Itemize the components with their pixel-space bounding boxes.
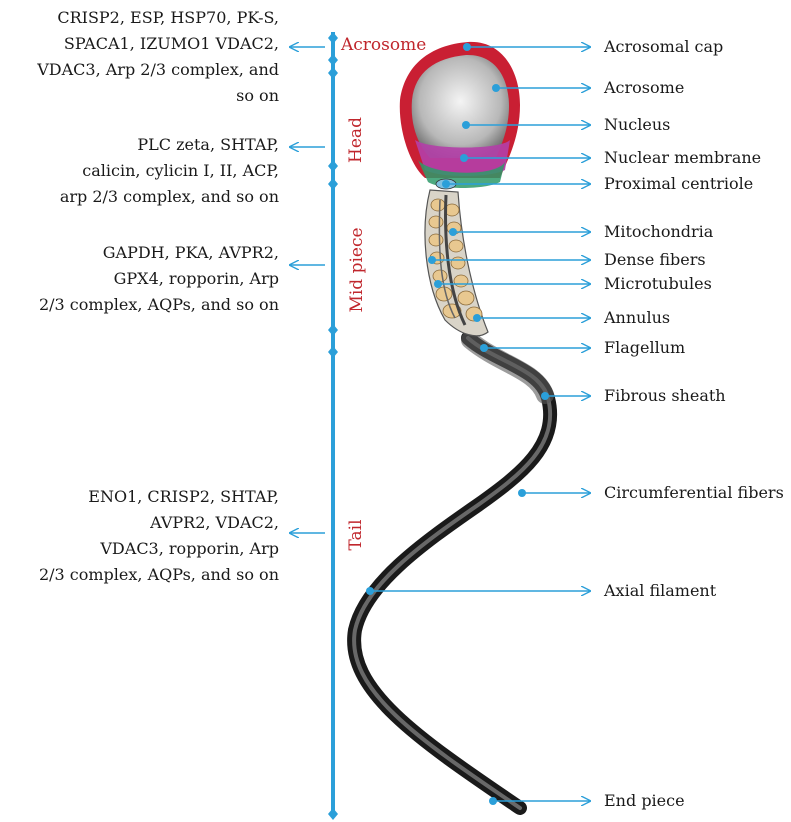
- region-label-tail: Tail: [346, 510, 366, 560]
- region-label-mid-piece: Mid piece: [347, 220, 367, 320]
- region-bar: [328, 32, 338, 820]
- protein-line: SPACA1, IZUMO1 VDAC2,: [37, 31, 279, 57]
- label-flagellum: Flagellum: [604, 335, 685, 361]
- region-label-head: Head: [346, 115, 366, 165]
- protein-line: VDAC3, ropporin, Arp: [39, 536, 279, 562]
- protein-line: 2/3 complex, AQPs, and so on: [39, 292, 279, 318]
- label-proximal-centriole: Proximal centriole: [604, 171, 753, 197]
- label-mitochondria: Mitochondria: [604, 219, 713, 245]
- label-circumferential-fibers: Circumferential fibers: [604, 480, 784, 506]
- label-dense-fibers: Dense fibers: [604, 247, 706, 273]
- protein-line: arp 2/3 complex, and so on: [60, 184, 279, 210]
- protein-line: 2/3 complex, AQPs, and so on: [39, 562, 279, 588]
- label-nuclear-membrane: Nuclear membrane: [604, 145, 761, 171]
- sperm-head: [400, 42, 520, 189]
- label-nucleus: Nucleus: [604, 112, 670, 138]
- label-fibrous-sheath: Fibrous sheath: [604, 383, 726, 409]
- label-acrosome: Acrosome: [604, 75, 684, 101]
- label-end-piece: End piece: [604, 788, 685, 814]
- label-microtubules: Microtubules: [604, 271, 712, 297]
- protein-line: PLC zeta, SHTAP,: [60, 132, 279, 158]
- proteins-mid-piece: GAPDH, PKA, AVPR2, GPX4, ropporin, Arp 2…: [39, 240, 279, 318]
- protein-line: ENO1, CRISP2, SHTAP,: [39, 484, 279, 510]
- protein-line: calicin, cylicin I, II, ACP,: [60, 158, 279, 184]
- proteins-acrosome: CRISP2, ESP, HSP70, PK-S, SPACA1, IZUMO1…: [37, 5, 279, 109]
- proteins-head: PLC zeta, SHTAP, calicin, cylicin I, II,…: [60, 132, 279, 210]
- protein-line: AVPR2, VDAC2,: [39, 510, 279, 536]
- left-arrows: [290, 47, 325, 533]
- label-axial-filament: Axial filament: [604, 578, 716, 604]
- label-acrosomal-cap: Acrosomal cap: [604, 34, 723, 60]
- protein-line: GAPDH, PKA, AVPR2,: [39, 240, 279, 266]
- protein-line: CRISP2, ESP, HSP70, PK-S,: [37, 5, 279, 31]
- protein-line: so on: [37, 83, 279, 109]
- sperm-tail: [354, 338, 550, 808]
- protein-line: VDAC3, Arp 2/3 complex, and: [37, 57, 279, 83]
- label-annulus: Annulus: [604, 305, 670, 331]
- proteins-tail: ENO1, CRISP2, SHTAP, AVPR2, VDAC2, VDAC3…: [39, 484, 279, 588]
- region-label-acrosome: Acrosome: [341, 35, 426, 55]
- protein-line: GPX4, ropporin, Arp: [39, 266, 279, 292]
